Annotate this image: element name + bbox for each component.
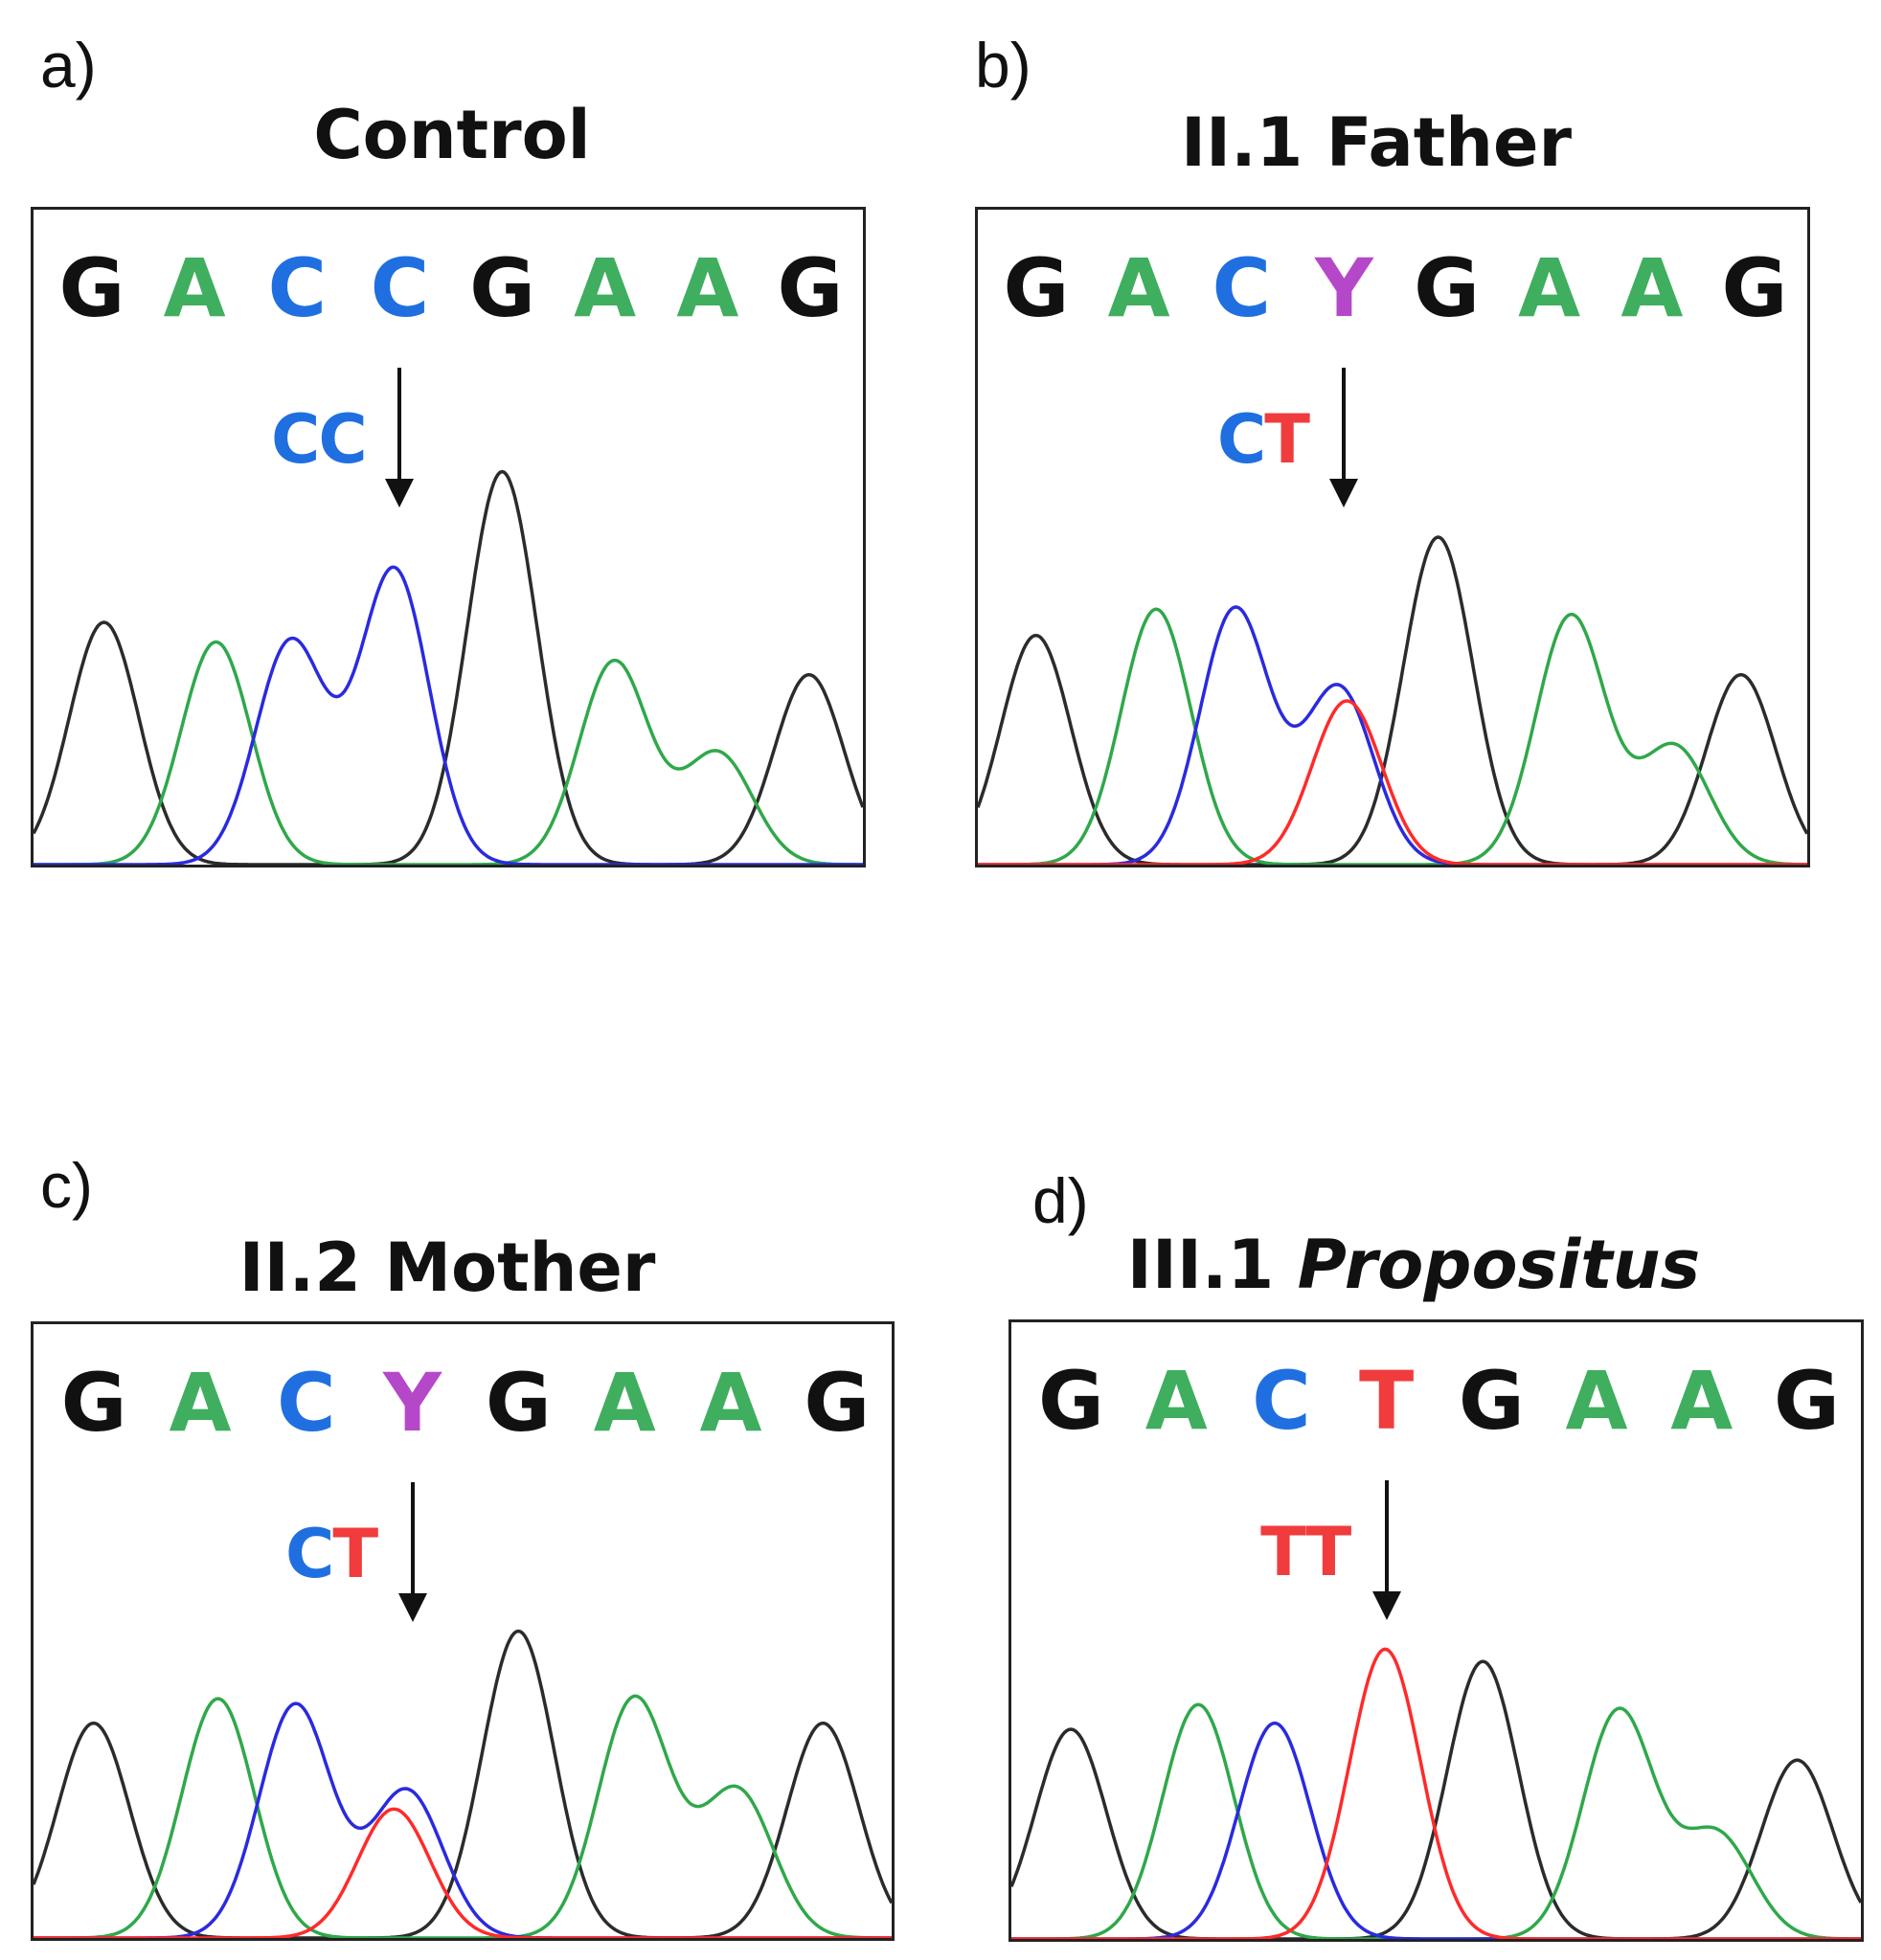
- base-call: G: [60, 1356, 127, 1450]
- base-call: A: [1620, 241, 1684, 335]
- base-call: G: [1414, 241, 1481, 335]
- base-call: G: [469, 241, 536, 335]
- genotype-allele: T: [1260, 1513, 1307, 1591]
- base-call: G: [1458, 1354, 1525, 1448]
- base-call: Y: [1315, 241, 1373, 335]
- base-call: A: [1107, 241, 1170, 335]
- base-call: A: [1565, 1354, 1628, 1448]
- trace-t: [978, 699, 1807, 865]
- base-call: G: [1774, 1354, 1840, 1448]
- trace-t: [1011, 1647, 1861, 1939]
- genotype-allele: C: [318, 400, 367, 479]
- base-call: A: [1518, 241, 1581, 335]
- panel-title-d: III.1 Propositus: [1127, 1226, 1700, 1304]
- base-call: C: [1252, 1354, 1311, 1448]
- panel-letter-a: a): [40, 30, 97, 101]
- mutation-arrow: [397, 1482, 427, 1622]
- base-call: A: [574, 241, 637, 335]
- base-call: G: [58, 241, 125, 335]
- genotype-allele: C: [271, 400, 320, 479]
- trace-g: [34, 1629, 892, 1938]
- genotype-allele: C: [285, 1515, 334, 1593]
- genotype-label: CT: [1217, 406, 1310, 473]
- base-call: G: [1003, 241, 1070, 335]
- base-call: T: [1358, 1354, 1415, 1448]
- base-call: A: [676, 241, 739, 335]
- mutation-arrow: [1371, 1480, 1401, 1620]
- base-call: C: [370, 241, 430, 335]
- panel-title-text: II.1 Father: [1180, 103, 1573, 182]
- panel-title-text: III.1: [1126, 1226, 1298, 1304]
- panel-letter-b: b): [975, 30, 1031, 101]
- trace-a: [34, 640, 863, 865]
- panel-title-a: Control: [313, 96, 590, 174]
- panel-letter-c: c): [40, 1150, 93, 1221]
- base-call: G: [777, 241, 844, 335]
- trace-plot: [34, 469, 863, 865]
- panel-title-italic: Propositus: [1297, 1226, 1701, 1304]
- panel-title-text: II.2 Mother: [238, 1228, 656, 1307]
- base-call: G: [804, 1356, 871, 1450]
- trace-plot: [1011, 1647, 1861, 1939]
- trace-a: [34, 1694, 892, 1938]
- trace-a: [978, 607, 1807, 865]
- trace-plot: [978, 535, 1807, 865]
- trace-g: [34, 469, 863, 865]
- genotype-allele: T: [1264, 400, 1310, 479]
- panel-title-c: II.2 Mother: [239, 1228, 656, 1307]
- base-call: C: [1212, 241, 1272, 335]
- base-call: A: [163, 241, 226, 335]
- mutation-arrow: [385, 368, 415, 507]
- genotype-label: TT: [1260, 1519, 1351, 1586]
- trace-g: [978, 535, 1807, 865]
- panel-title-text: Control: [313, 96, 591, 174]
- panel-letter-d: d): [1032, 1165, 1089, 1236]
- genotype-allele: T: [332, 1515, 378, 1593]
- trace-a: [1011, 1702, 1861, 1939]
- base-call: A: [169, 1356, 232, 1450]
- panel-title-b: II.1 Father: [1181, 103, 1572, 182]
- base-call: A: [699, 1356, 762, 1450]
- trace-g: [1011, 1659, 1861, 1939]
- genotype-allele: C: [1216, 400, 1266, 479]
- genotype-label: CC: [271, 406, 368, 473]
- trace-c: [34, 565, 863, 865]
- base-call: G: [1721, 241, 1788, 335]
- base-call: G: [485, 1356, 552, 1450]
- genotype-allele: T: [1305, 1513, 1351, 1591]
- mutation-arrow: [1329, 368, 1359, 507]
- genotype-label: CT: [285, 1521, 378, 1588]
- trace-t: [34, 1807, 892, 1938]
- base-call: A: [1670, 1354, 1734, 1448]
- base-call: G: [1038, 1354, 1104, 1448]
- base-call: A: [593, 1356, 656, 1450]
- base-call: A: [1144, 1354, 1208, 1448]
- trace-plot: [34, 1629, 892, 1938]
- base-call: Y: [383, 1356, 442, 1450]
- base-call: C: [276, 1356, 336, 1450]
- base-call: C: [267, 241, 328, 335]
